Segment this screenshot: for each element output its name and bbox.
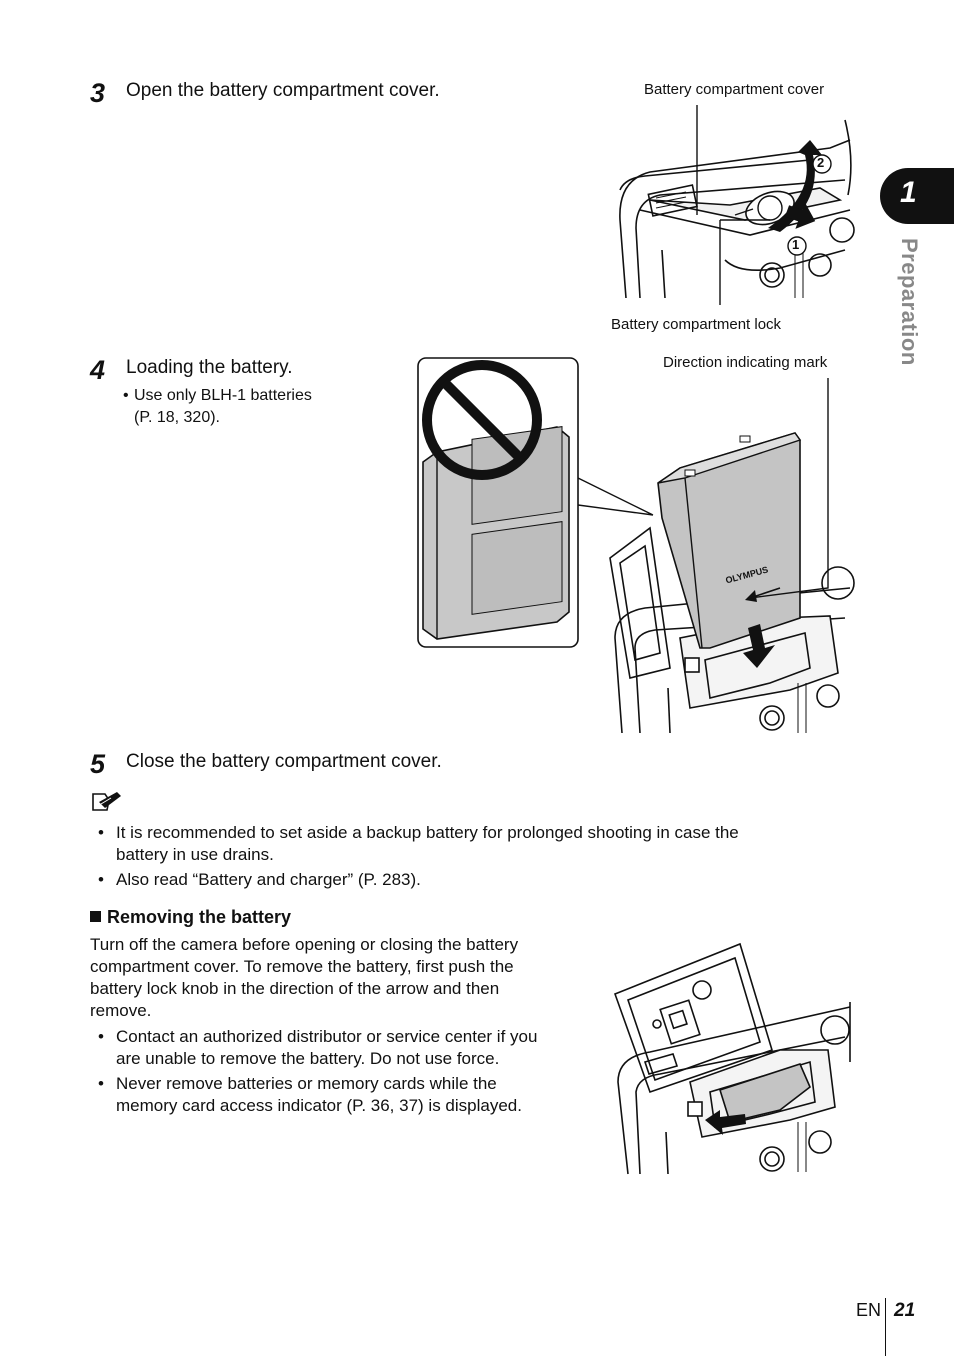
step-5-number: 5 [90,749,106,779]
chapter-tab [880,168,954,224]
marker-1: 1 [792,237,800,252]
list-item: •Use only BLH-1 batteries(P. 18, 320). [123,387,312,426]
step-4-text: Loading the battery. [126,357,293,378]
square-bullet-icon [90,911,101,922]
footer-divider [885,1298,886,1356]
step-3-text: Open the battery compartment cover. [126,80,440,101]
callout-battery-cover: Battery compartment cover [644,81,825,98]
list-item: •Also read “Battery and charger” (P. 283… [98,870,421,889]
inset-pointer [577,477,654,516]
chapter-number: 1 [900,176,917,209]
list-item: •Never remove batteries or memory cards … [98,1074,522,1115]
insert-arrow-icon [743,624,775,668]
marker-2: 2 [817,155,825,170]
note-bullets: •It is recommended to set aside a backup… [90,822,830,894]
footer-language: EN [856,1300,882,1320]
memo-pencil-icon [92,792,121,811]
direction-mark-icon [745,590,757,602]
prohibited-icon [422,360,542,480]
chapter-label: Preparation [897,238,922,366]
open-arrow-icon [768,140,822,232]
push-arrow-icon [784,202,816,229]
remove-arrow-icon [705,1110,746,1135]
callout-direction-mark: Direction indicating mark [663,354,828,371]
figure-remove-battery [613,942,851,1175]
section-heading: Removing the battery [90,907,291,928]
step-4-number: 4 [90,355,106,385]
figure-insert-battery [609,378,855,734]
figure-wrong-orientation [417,357,579,648]
list-item: •It is recommended to set aside a backup… [98,823,739,864]
callout-battery-lock: Battery compartment lock [611,316,782,333]
list-item: •Contact an authorized distributor or se… [98,1027,538,1068]
removing-bullets: •Contact an authorized distributor or se… [90,1026,590,1120]
step-3-number: 3 [90,78,106,108]
removing-paragraph: Turn off the camera before opening or cl… [90,935,519,1020]
step-4-bullets: •Use only BLH-1 batteries(P. 18, 320). [116,385,376,432]
figure-open-cover [619,105,855,305]
page-number: 21 [894,1300,916,1321]
step-5-text: Close the battery compartment cover. [126,751,442,772]
